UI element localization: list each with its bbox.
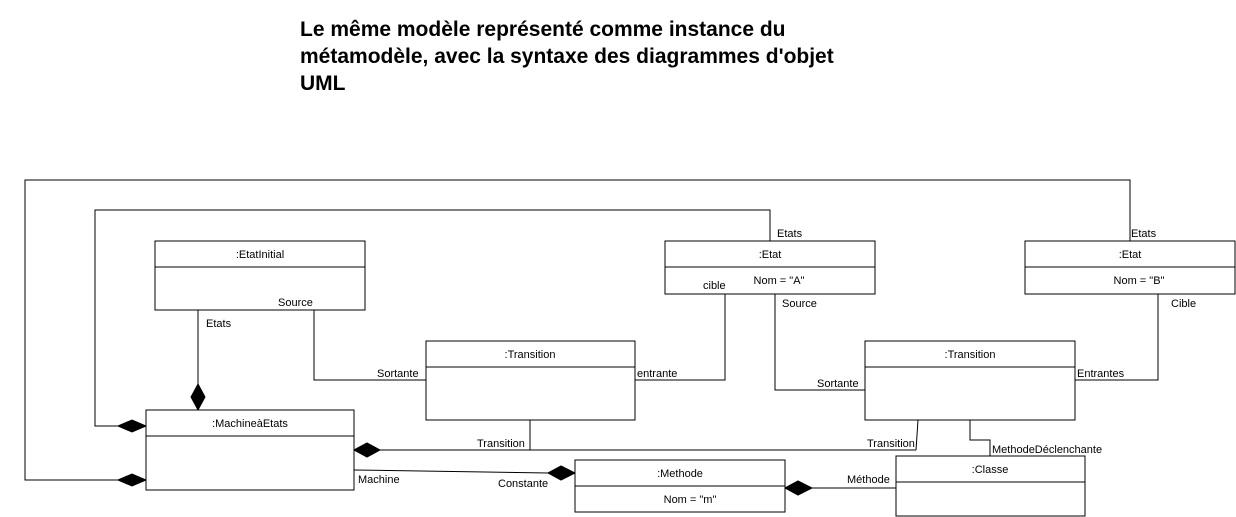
object-name: :Classe bbox=[972, 464, 1009, 476]
diamond-icon bbox=[546, 465, 577, 481]
role-labels: Etats Etats Etats Source cible Source Ci… bbox=[206, 228, 1196, 490]
edge-etat-a-transition2 bbox=[774, 294, 865, 391]
diamond-icon bbox=[116, 473, 148, 487]
object-name: :Etat bbox=[759, 249, 782, 261]
object-etatinitial[interactable]: :EtatInitial bbox=[154, 240, 366, 311]
object-name: :EtatInitial bbox=[236, 249, 284, 261]
label-cible-a: cible bbox=[703, 280, 726, 292]
object-attribute: Nom = "A" bbox=[754, 275, 805, 287]
label-entrantes-2: Entrantes bbox=[1077, 368, 1125, 380]
object-etat-b[interactable]: :Etat Nom = "B" bbox=[1024, 240, 1236, 295]
object-classe[interactable]: :Classe bbox=[895, 455, 1086, 517]
object-etat-a[interactable]: :Etat Nom = "A" bbox=[664, 240, 876, 295]
object-name: :Transition bbox=[945, 349, 996, 361]
label-sortante-1: Sortante bbox=[377, 368, 419, 380]
label-sortante-2: Sortante bbox=[817, 378, 859, 390]
diagram-title: Le même modèle représenté comme instance… bbox=[300, 16, 940, 97]
object-attribute: Nom = "B" bbox=[1114, 275, 1165, 287]
object-machine[interactable]: :MachineàEtats bbox=[145, 409, 355, 491]
label-etats-a: Etats bbox=[777, 228, 803, 240]
label-methode-declenchante: MethodeDéclenchante bbox=[992, 444, 1102, 456]
title-line: Le même modèle représenté comme instance… bbox=[300, 18, 786, 41]
object-transition-1[interactable]: :Transition bbox=[425, 340, 636, 421]
edge-transition2-classe bbox=[969, 420, 991, 456]
label-source-init: Source bbox=[278, 297, 313, 309]
object-transition-2[interactable]: :Transition bbox=[864, 340, 1076, 421]
edge-transition2-stub bbox=[915, 419, 919, 451]
label-machine: Machine bbox=[358, 474, 400, 486]
object-attribute: Nom = "m" bbox=[664, 494, 717, 506]
object-name: :Transition bbox=[505, 349, 556, 361]
edge-transition2-etat-b bbox=[1075, 294, 1159, 381]
object-name: :Etat bbox=[1119, 249, 1142, 261]
object-methode[interactable]: :Methode Nom = "m" bbox=[574, 459, 786, 513]
object-name: :MachineàEtats bbox=[212, 418, 288, 430]
diamond-icon bbox=[783, 480, 814, 496]
title-line: UML bbox=[300, 72, 346, 95]
diamond-icon bbox=[352, 442, 382, 458]
title-line: métamodèle, avec la syntaxe des diagramm… bbox=[300, 45, 834, 68]
edge-machine-methode bbox=[353, 469, 549, 474]
edge-transition1-etat-a bbox=[635, 294, 726, 381]
label-etats-init: Etats bbox=[206, 318, 232, 330]
object-name: :Methode bbox=[657, 468, 703, 480]
label-source-a: Source bbox=[782, 298, 817, 310]
diamond-icon bbox=[116, 419, 148, 433]
diamond-icon bbox=[190, 382, 206, 412]
label-cible-b: Cible bbox=[1171, 298, 1196, 310]
label-methode: Méthode bbox=[847, 474, 890, 486]
edge-etatinitial-transition1 bbox=[313, 310, 426, 381]
label-constante: Constante bbox=[498, 478, 548, 490]
label-etats-b: Etats bbox=[1131, 228, 1157, 240]
edge-etat-b-machine bbox=[24, 179, 1131, 481]
label-transition-1: Transition bbox=[477, 438, 525, 450]
connectors bbox=[24, 179, 1159, 489]
edge-etat-a-machine bbox=[94, 209, 771, 427]
label-transition-2: Transition bbox=[867, 438, 915, 450]
label-entrante-1: entrante bbox=[637, 368, 677, 380]
